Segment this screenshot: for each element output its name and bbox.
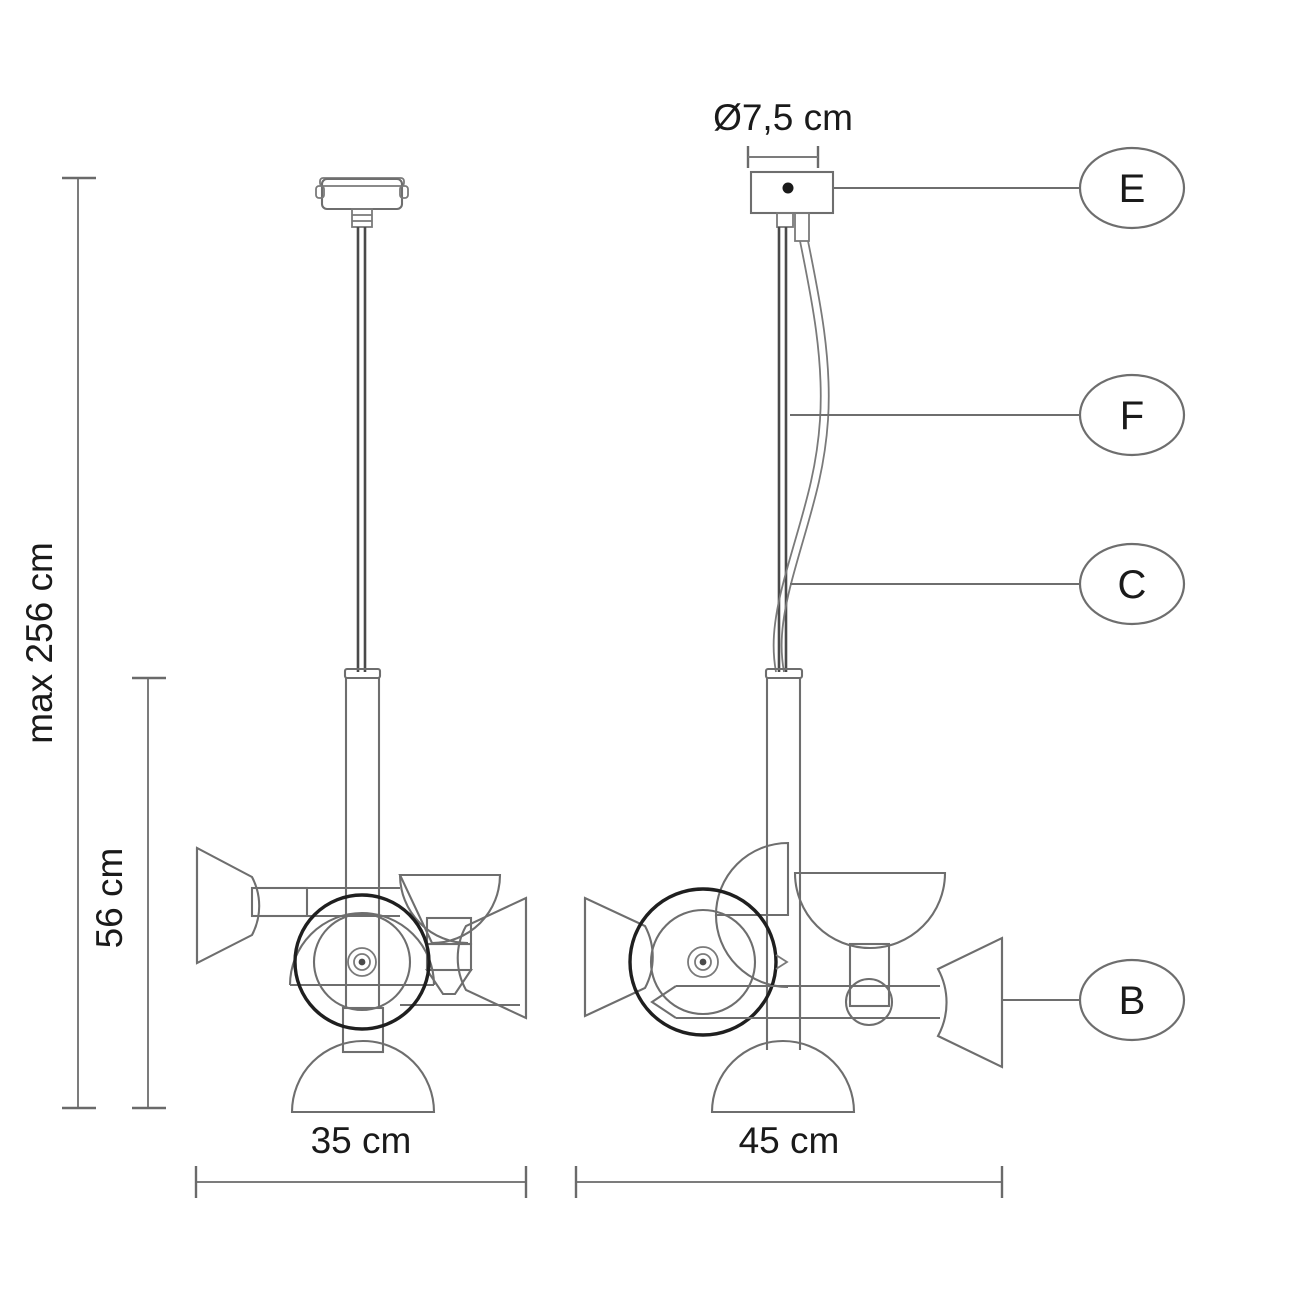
dimension-side-width: 45 cm — [574, 1120, 1004, 1198]
front-view-right-trumpet-shade — [425, 896, 528, 1020]
side-view-power-cable — [772, 240, 830, 673]
callout-F[interactable]: F — [790, 373, 1186, 457]
front-view-canopy — [315, 177, 409, 228]
side-view-collar — [764, 667, 804, 680]
front-view-suspension-rod — [356, 227, 367, 672]
side-view-upward-bowl-shade — [793, 871, 947, 1027]
front-view-bottom-dome-shade — [290, 1006, 436, 1114]
fixture-height-label: 56 cm — [89, 848, 130, 949]
callout-C[interactable]: C — [790, 542, 1186, 626]
side-width-label: 45 cm — [739, 1120, 840, 1161]
callout-B[interactable]: B — [1002, 958, 1186, 1042]
max-drop-label: max 256 cm — [19, 542, 60, 744]
callout-F-label: F — [1120, 394, 1144, 438]
callout-F-ring[interactable] — [1078, 373, 1186, 457]
dimension-max-drop: max 256 cm — [19, 176, 96, 1110]
side-view-central-hub — [628, 887, 789, 1037]
callout-B-label: B — [1119, 979, 1146, 1023]
front-view-body-tube — [344, 678, 381, 1008]
dimension-fixture-height: 56 cm — [89, 676, 166, 1110]
callout-E-label: E — [1119, 167, 1146, 211]
callout-E-ring[interactable] — [1078, 146, 1186, 230]
dimension-front-width: 35 cm — [194, 1120, 528, 1198]
side-view-left-trumpet-shade — [583, 896, 654, 1018]
side-view-horizontal-arm — [650, 984, 940, 1020]
front-view-upper-right-bowl — [398, 873, 502, 945]
callout-C-ring[interactable] — [1078, 542, 1186, 626]
side-view-right-trumpet-shade — [936, 936, 1004, 1069]
side-view-bottom-dome-shade — [710, 1039, 856, 1114]
callout-C-label: C — [1118, 563, 1147, 607]
front-view-horizontal-arm — [307, 886, 520, 1007]
front-view-assembly — [195, 177, 528, 1114]
canopy-center-dot — [782, 182, 794, 194]
callout-E[interactable]: E — [833, 146, 1186, 230]
front-view-left-trumpet-shade — [195, 846, 309, 965]
front-width-label: 35 cm — [311, 1120, 412, 1161]
front-view-central-hub — [293, 893, 431, 1031]
dimension-canopy-diameter: Ø7,5 cm — [713, 97, 853, 168]
canopy-diameter-label: Ø7,5 cm — [713, 97, 853, 138]
callout-B-ring[interactable] — [1078, 958, 1186, 1042]
side-view-assembly — [583, 170, 1004, 1114]
front-view-collar — [343, 667, 382, 680]
